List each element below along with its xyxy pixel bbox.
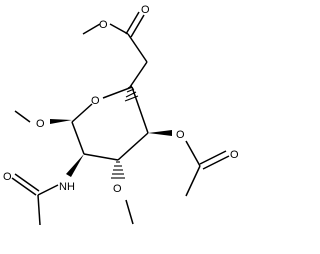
wedge-c4-o xyxy=(148,130,172,136)
bond-o-methyl-c3 xyxy=(125,199,134,225)
bond-amide-methyl xyxy=(37,194,41,226)
bond-acetyl-double-b xyxy=(202,155,230,170)
acetamide-nitrogen-label: NH xyxy=(59,181,75,193)
wedge-c2-n xyxy=(66,154,84,177)
bond-c4-c5 xyxy=(131,86,149,134)
bond-c2-c3 xyxy=(83,153,119,161)
acetate-ester-oxygen-label: O xyxy=(176,129,185,141)
bond-c5-o-ring xyxy=(102,86,133,99)
bond-c3-c4 xyxy=(117,132,149,161)
bond-carbonyl-double-a xyxy=(125,11,140,35)
structure-canvas: O O O O O O O NH O xyxy=(3,4,239,226)
bond-carbonyl-ch2 xyxy=(127,33,148,63)
bond-amide-double-a xyxy=(11,177,37,196)
bond-me-o-ester xyxy=(82,23,101,35)
hashed-wedge-c3 xyxy=(111,161,125,179)
molecule-structure: O O O O O O O NH O xyxy=(3,4,239,226)
acetate-carbonyl-oxygen-label: O xyxy=(230,149,239,161)
bond-o-ester-carbonyl xyxy=(109,23,129,35)
anomeric-methoxy-oxygen-label: O xyxy=(36,118,45,130)
bond-c1-c2 xyxy=(71,121,85,155)
bond-o-ring-c1 xyxy=(71,103,93,123)
bond-carbonyl-double-b xyxy=(130,14,145,38)
bond-acetyl-methyl xyxy=(185,165,201,197)
acetamide-carbonyl-oxygen-label: O xyxy=(3,171,12,183)
bond-acetyl-double-a xyxy=(199,150,227,165)
bond-ch2-c5 xyxy=(129,61,148,88)
ring-oxygen-label: O xyxy=(91,95,100,107)
bond-n-carbonyl xyxy=(37,184,59,196)
methoxy-oxygen-c3-label: O xyxy=(113,183,122,195)
bond-o-methyl-c1 xyxy=(14,110,31,123)
wedge-c1-o xyxy=(50,119,72,124)
bond-o-acetyl xyxy=(185,140,201,167)
ester-ether-oxygen-label: O xyxy=(99,19,108,31)
bond-amide-double-b xyxy=(14,173,40,192)
ester-carbonyl-oxygen-label: O xyxy=(141,4,150,16)
